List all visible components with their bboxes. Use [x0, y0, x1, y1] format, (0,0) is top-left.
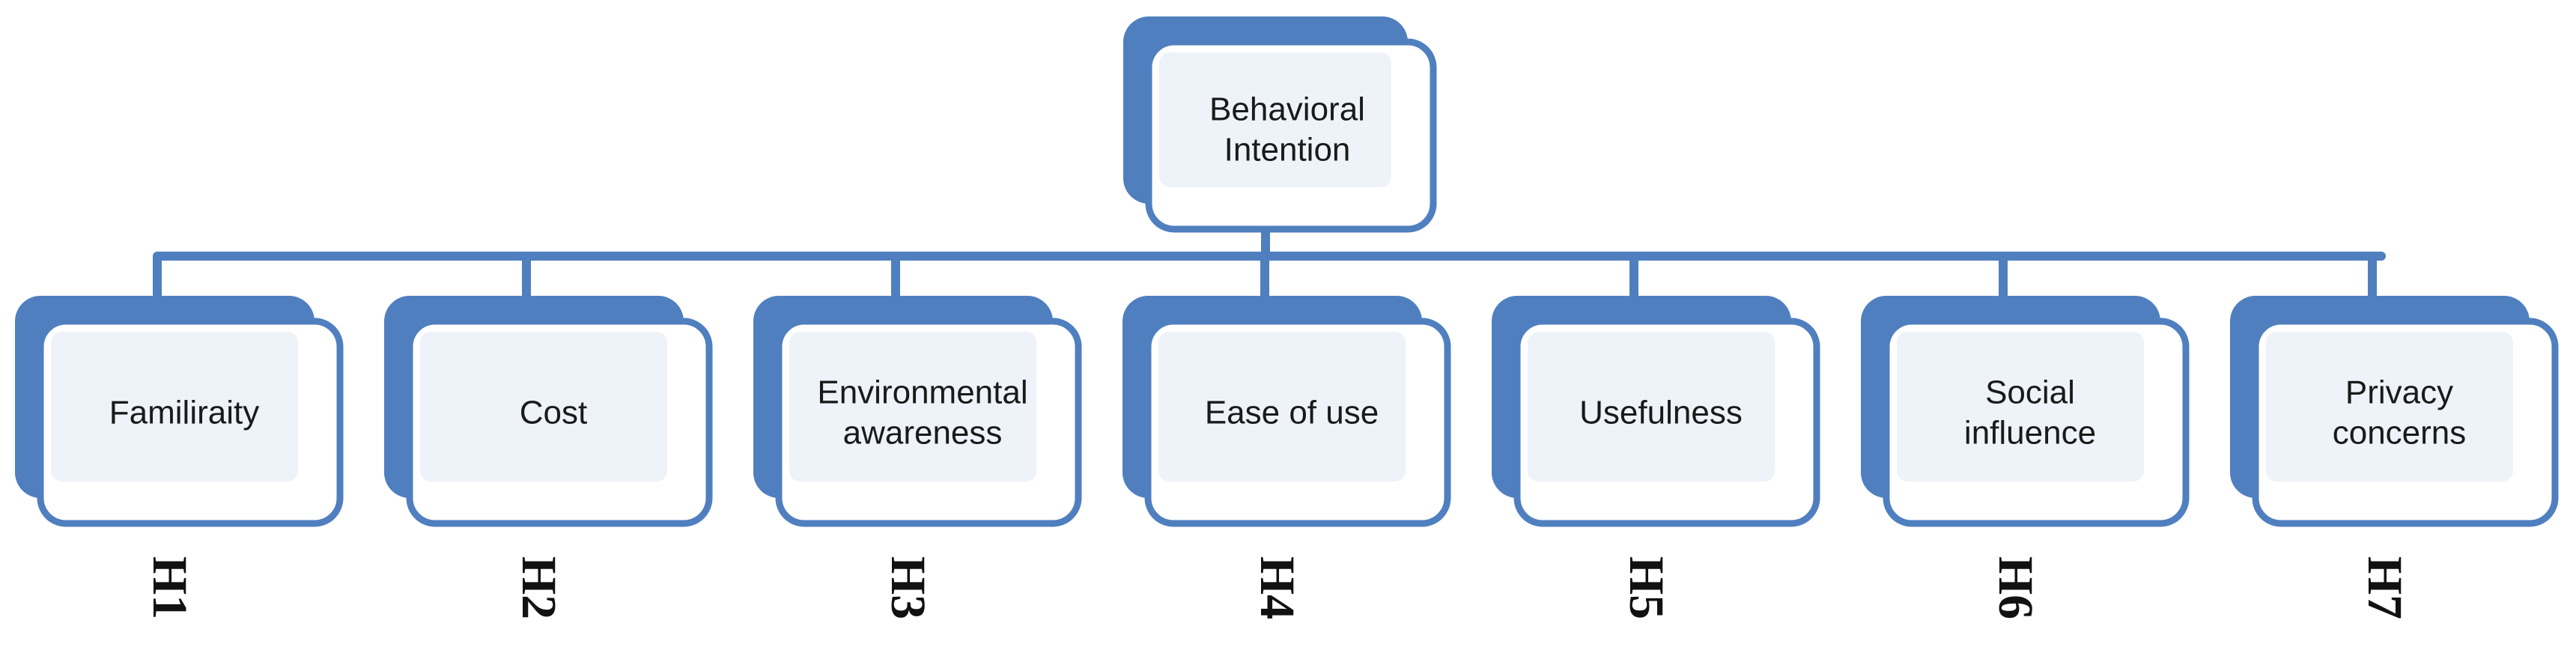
child-box-2-inner-panel	[420, 332, 667, 482]
hypothesis-label-3: H3	[881, 556, 935, 619]
child-label-3-line-1: Environmental	[817, 374, 1027, 411]
child-box-3-inner-panel	[789, 332, 1036, 482]
child-box-3: Environmental awareness	[753, 296, 1082, 527]
child-box-6: Social influence	[1861, 296, 2190, 527]
child-label-3-line-2: awareness	[843, 415, 1003, 452]
child-box-4: Ease of use	[1123, 296, 1451, 527]
child-label-2-line-1: Cost	[520, 395, 587, 431]
child-box-5-inner-panel	[1528, 332, 1775, 482]
root-label-line-1: Behavioral	[1209, 91, 1365, 128]
child-box-7: Privacy concerns	[2230, 296, 2559, 527]
child-label-6-line-2: influence	[1964, 415, 2096, 452]
child-box-6-inner-panel	[1897, 332, 2144, 482]
child-box-1-inner-panel	[51, 332, 298, 482]
hypothesis-label-2: H2	[511, 556, 566, 619]
root-label-line-2: Intention	[1224, 132, 1351, 168]
hypothesis-label-7: H7	[2357, 556, 2412, 619]
child-label-7-line-2: concerns	[2333, 415, 2467, 452]
child-box-5: Usefulness	[1492, 296, 1820, 527]
root-box-inner-panel	[1159, 52, 1391, 187]
child-box-7-inner-panel	[2266, 332, 2513, 482]
hypothesis-label-1: H1	[142, 556, 197, 619]
hypothesis-label-6: H6	[1988, 556, 2043, 619]
child-label-7-line-1: Privacy	[2345, 374, 2453, 411]
child-box-2: Cost	[384, 296, 713, 527]
hypothesis-label-4: H4	[1250, 556, 1304, 619]
child-label-5-line-1: Usefulness	[1579, 395, 1743, 431]
child-box-1: Familiraity	[15, 296, 344, 527]
child-label-6-line-1: Social	[1985, 374, 2075, 411]
connector-lines	[153, 229, 2386, 296]
child-label-1-line-1: Familiraity	[109, 395, 259, 431]
hypothesis-label-5: H5	[1619, 556, 1674, 619]
child-label-4-line-1: Ease of use	[1205, 395, 1379, 431]
hypothesis-labels: H1 H2 H3 H4 H5 H6 H7	[142, 556, 2412, 619]
root-box	[1123, 16, 1437, 233]
child-nodes: Familiraity Cost Environmental awareness Eas…	[15, 296, 2559, 527]
child-box-4-inner-panel	[1158, 332, 1406, 482]
